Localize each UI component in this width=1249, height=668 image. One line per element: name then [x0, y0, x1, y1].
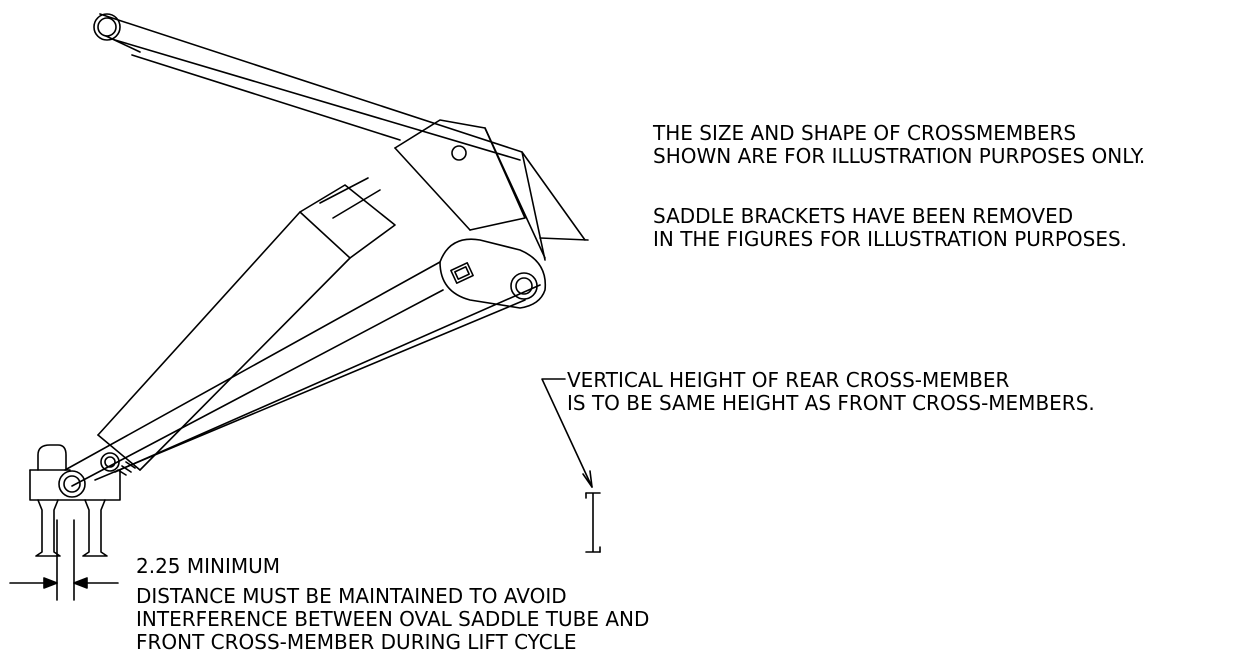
- serial-plate: [450, 262, 474, 284]
- crossmembers-note-line-1: THE SIZE AND SHAPE OF CROSSMEMBERS: [653, 121, 1077, 145]
- minimum-dimension-label: 2.25 MINIMUM: [136, 554, 281, 578]
- distance-note-line-1: DISTANCE MUST BE MAINTAINED TO AVOID: [136, 584, 567, 608]
- saddle-note-line-2: IN THE FIGURES FOR ILLUSTRATION PURPOSES…: [653, 227, 1128, 251]
- distance-note-line-3: FRONT CROSS-MEMBER DURING LIFT CYCLE: [136, 630, 577, 654]
- vertical-height-leader: [541, 378, 593, 488]
- vertical-note-line-2: IS TO BE SAME HEIGHT AS FRONT CROSS-MEMB…: [567, 391, 1095, 415]
- distance-warning-note: DISTANCE MUST BE MAINTAINED TO AVOID INT…: [136, 585, 649, 654]
- saddle-brackets-note: SADDLE BRACKETS HAVE BEEN REMOVED IN THE…: [653, 205, 1127, 251]
- upper-arm: [99, 13, 586, 261]
- dimension-2-25: [9, 519, 119, 601]
- upper-pivot: [93, 13, 121, 41]
- crossmembers-note: THE SIZE AND SHAPE OF CROSSMEMBERS SHOWN…: [653, 122, 1145, 168]
- vertical-height-note: VERTICAL HEIGHT OF REAR CROSS-MEMBER IS …: [567, 369, 1095, 415]
- crossmembers-note-line-2: SHOWN ARE FOR ILLUSTRATION PURPOSES ONLY…: [653, 144, 1146, 168]
- lower-pivot-saddle: [29, 444, 136, 501]
- main-plate: [439, 238, 547, 309]
- front-cross-members: [35, 499, 108, 557]
- distance-note-line-2: INTERFERENCE BETWEEN OVAL SADDLE TUBE AN…: [136, 607, 650, 631]
- lower-arm: [64, 261, 541, 487]
- vertical-note-line-1: VERTICAL HEIGHT OF REAR CROSS-MEMBER: [567, 368, 1010, 392]
- upper-bracket-plate: [394, 119, 546, 259]
- rear-cross-member: [585, 492, 601, 553]
- saddle-note-line-1: SADDLE BRACKETS HAVE BEEN REMOVED: [653, 204, 1074, 228]
- arm-tail: [539, 237, 589, 241]
- bracket-hole: [451, 145, 467, 161]
